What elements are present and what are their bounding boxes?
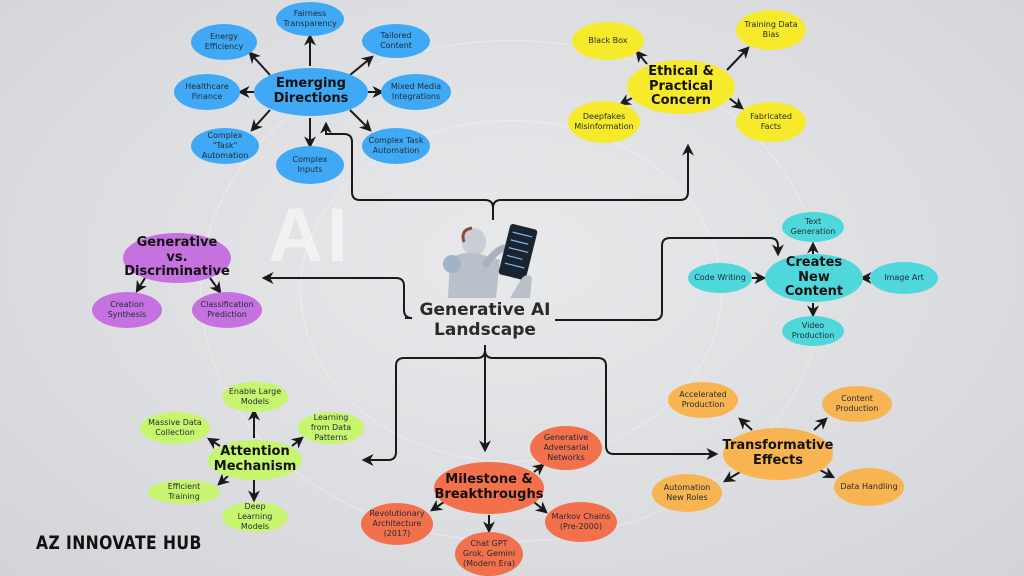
center-title: Generative AI Landscape <box>419 300 551 341</box>
attention-learning-patterns-node: Learning from Data Patterns <box>298 412 364 444</box>
brand-logo-text: AZ INNOVATE HUB <box>36 532 202 554</box>
link-to-attention <box>361 349 486 466</box>
ethical-deepfakes-node: Deepfakes Misinformation <box>568 101 640 143</box>
emerging-complex-inputs-node: Complex Inputs <box>276 146 344 184</box>
link-to-ethical <box>492 143 694 209</box>
emerging-healthcare-node: Healthcare Finance <box>174 74 240 110</box>
creates-new-content-node: Creates New Content <box>765 254 863 302</box>
emerging-fairness-node: Fairness Transparency <box>276 2 344 36</box>
attention-enable-large-node: Enable Large Models <box>222 382 288 412</box>
generative-creation-node: Creation Synthesis <box>92 292 162 328</box>
attention-mechanism-node: Attention Mechanism <box>208 440 302 480</box>
generative-classification-node: Classification Prediction <box>192 292 262 328</box>
transformative-automation-roles-node: Automation New Roles <box>652 474 722 512</box>
link-to-creates <box>555 237 784 321</box>
main-connectors <box>261 121 784 466</box>
creates-code-writing-node: Code Writing <box>688 263 752 293</box>
link-to-generative <box>261 272 413 319</box>
emerging-complex-task-node: Complex Task Automation <box>362 128 430 164</box>
robot-illustration <box>443 224 538 298</box>
emerging-mixed-media-node: Mixed Media Integrations <box>381 74 451 110</box>
attention-deep-learning-node: Deep Learning Models <box>222 502 288 532</box>
ethical-fabricated-facts-node: Fabricated Facts <box>736 102 806 142</box>
milestone-revolutionary-node: Revolutionary Architecture (2017) <box>361 503 433 545</box>
link-to-emerging <box>320 121 494 220</box>
attention-efficient-training-node: Efficient Training <box>148 480 220 504</box>
creates-text-generation-node: Text Generation <box>782 212 844 242</box>
emerging-directions-node: Emerging Directions <box>254 68 368 116</box>
emerging-energy-node: Energy Efficiency <box>191 24 257 60</box>
milestone-markov-node: Markov Chains (Pre-2000) <box>545 502 617 542</box>
transformative-content-production-node: Content Production <box>822 386 892 422</box>
link-to-transformative <box>484 349 719 460</box>
emerging-complex-quoted-task-node: Complex "Task" Automation <box>191 128 259 164</box>
attention-massive-data-node: Massive Data Collection <box>140 412 210 444</box>
background-watermark: AI <box>268 193 352 278</box>
ethical-concern-node: Ethical & Practical Concern <box>627 60 735 114</box>
transformative-effects-node: Transformative Effects <box>723 428 833 480</box>
milestone-chatgpt-node: Chat GPT Grok, Gemini (Modern Era) <box>455 532 523 576</box>
transformative-accelerated-node: Accelerated Production <box>668 382 738 418</box>
ethical-training-bias-node: Training Data Bias <box>736 10 806 50</box>
generative-vs-discriminative-node: Generative vs. Discriminative <box>123 233 231 283</box>
milestone-breakthroughs-node: Milestone & Breakthroughs <box>434 462 544 514</box>
milestone-gan-node: Generative Adversarial Networks <box>530 426 602 470</box>
creates-image-art-node: Image Art <box>870 262 938 294</box>
ethical-black-box-node: Black Box <box>572 22 644 60</box>
transformative-data-handling-node: Data Handling <box>834 468 904 506</box>
creates-video-production-node: Video Production <box>782 316 844 346</box>
emerging-tailored-node: Tailored Content <box>362 24 430 58</box>
